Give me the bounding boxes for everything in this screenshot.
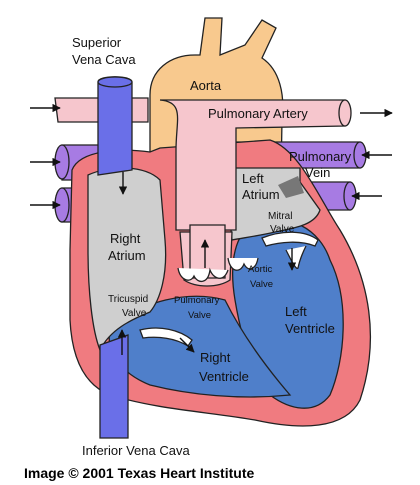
label-left-atrium-line2: Atrium	[242, 187, 280, 202]
label-tricuspid-valve-line2: Valve	[122, 308, 147, 319]
label-right-atrium-line2: Atrium	[108, 248, 146, 263]
left-atrium-chamber	[227, 167, 321, 241]
valves	[139, 231, 319, 347]
pulmonary-valve-leaflet	[177, 267, 229, 282]
label-aorta: Aorta	[190, 78, 222, 93]
labels: Superior Vena Cava Aorta Pulmonary Arter…	[24, 35, 352, 481]
label-right-ventricle-line1: Right	[200, 350, 231, 365]
right-ventricle-chamber	[108, 295, 292, 398]
label-aortic-valve-line1: Aortic	[248, 264, 273, 275]
superior-vena-cava-vessel	[97, 76, 133, 176]
mitral-valve-leaflet-2	[285, 245, 307, 269]
label-aortic-valve-line2: Valve	[250, 279, 273, 290]
right-atrium-chamber	[87, 167, 167, 352]
label-left-ventricle-line2: Ventricle	[285, 321, 335, 336]
label-superior-vena-cava-line1: Superior	[72, 35, 122, 50]
label-pulmonary-artery: Pulmonary Artery	[208, 106, 308, 121]
label-inferior-vena-cava: Inferior Vena Cava	[82, 443, 190, 458]
label-pulmonary-vein-line2: Vein	[305, 165, 330, 180]
inferior-vena-cava-vessel	[99, 334, 129, 439]
label-right-ventricle-line2: Ventricle	[199, 369, 249, 384]
label-superior-vena-cava-line2: Vena Cava	[72, 52, 136, 67]
label-mitral-valve-line2: Valve	[270, 224, 295, 235]
label-mitral-valve-line1: Mitral	[268, 211, 292, 222]
flow-arrows	[30, 103, 393, 355]
label-pulmonary-vein-line1: Pulmonary	[289, 149, 352, 164]
label-tricuspid-valve-line1: Tricuspid	[108, 294, 148, 305]
label-pulmonary-valve-line2: Valve	[188, 310, 211, 321]
label-left-ventricle-line1: Left	[285, 304, 307, 319]
label-pulmonary-valve-line1: Pulmonary	[174, 295, 220, 306]
mitral-valve-leaflet	[261, 231, 319, 247]
aortic-valve-leaflet	[227, 257, 259, 271]
label-left-atrium-line1: Left	[242, 171, 264, 186]
image-credit: Image © 2001 Texas Heart Institute	[24, 465, 254, 481]
label-right-atrium-line1: Right	[110, 231, 141, 246]
